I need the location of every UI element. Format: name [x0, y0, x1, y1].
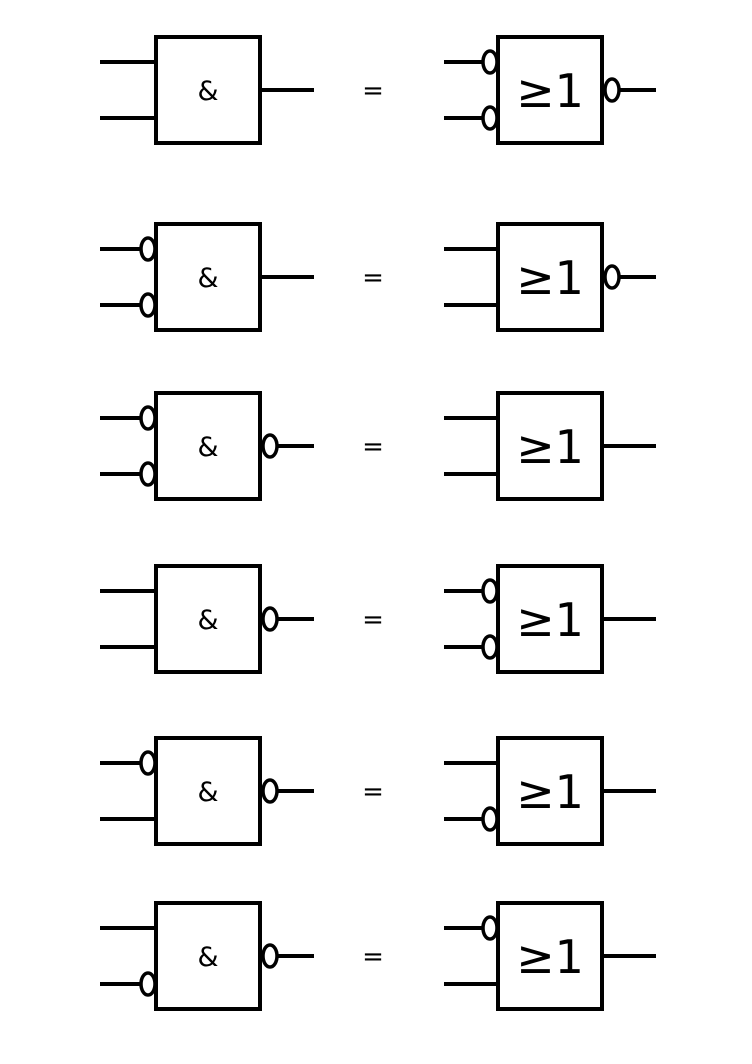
- left-gate-row-1: &: [100, 35, 314, 145]
- and-gate-label: &: [197, 263, 218, 294]
- or-gate-label: ≥1: [516, 765, 584, 819]
- right-gate-row-2: ≥1: [444, 222, 656, 332]
- and-gate-box: [154, 901, 262, 1011]
- inversion-bubble: [481, 49, 499, 75]
- or-gate-box: [496, 35, 604, 145]
- and-gate-label: &: [197, 76, 218, 107]
- right-gate-row-6: ≥1: [444, 901, 656, 1011]
- right-gate-row-4: ≥1: [444, 564, 656, 674]
- right-gate-row-3: ≥1: [444, 391, 656, 501]
- left-gate-row-4: &: [100, 564, 314, 674]
- or-gate-label: ≥1: [516, 251, 584, 305]
- equals-sign: =: [362, 76, 384, 106]
- or-gate-box: [496, 222, 604, 332]
- equals-sign: =: [362, 777, 384, 807]
- inversion-bubble: [139, 461, 157, 487]
- inversion-bubble: [139, 405, 157, 431]
- equals-sign: =: [362, 605, 384, 635]
- inversion-bubble: [139, 292, 157, 318]
- or-gate-box: [496, 736, 604, 846]
- left-gate-row-3: &: [100, 391, 314, 501]
- inversion-bubble: [481, 105, 499, 131]
- left-gate-row-5: &: [100, 736, 314, 846]
- output-inversion-bubble: [603, 77, 621, 103]
- and-gate-label: &: [197, 777, 218, 808]
- or-gate-label: ≥1: [516, 593, 584, 647]
- output-inversion-bubble: [603, 264, 621, 290]
- inversion-bubble: [481, 915, 499, 941]
- and-gate-box: [154, 391, 262, 501]
- inversion-bubble: [481, 806, 499, 832]
- right-gate-row-1: ≥1: [444, 35, 656, 145]
- and-gate-label: &: [197, 605, 218, 636]
- or-gate-label: ≥1: [516, 420, 584, 474]
- and-gate-label: &: [197, 942, 218, 973]
- equals-sign: =: [362, 263, 384, 293]
- inversion-bubble: [139, 971, 157, 997]
- or-gate-label: ≥1: [516, 64, 584, 118]
- or-gate-label: ≥1: [516, 930, 584, 984]
- output-inversion-bubble: [261, 606, 279, 632]
- output-inversion-bubble: [261, 433, 279, 459]
- inversion-bubble: [139, 750, 157, 776]
- and-gate-box: [154, 35, 262, 145]
- output-inversion-bubble: [261, 778, 279, 804]
- and-gate-box: [154, 736, 262, 846]
- equals-sign: =: [362, 432, 384, 462]
- and-gate-box: [154, 564, 262, 674]
- inversion-bubble: [481, 578, 499, 604]
- or-gate-box: [496, 391, 604, 501]
- left-gate-row-2: &: [100, 222, 314, 332]
- left-gate-row-6: &: [100, 901, 314, 1011]
- or-gate-box: [496, 564, 604, 674]
- inversion-bubble: [139, 236, 157, 262]
- right-gate-row-5: ≥1: [444, 736, 656, 846]
- equals-sign: =: [362, 942, 384, 972]
- and-gate-label: &: [197, 432, 218, 463]
- output-inversion-bubble: [261, 943, 279, 969]
- inversion-bubble: [481, 634, 499, 660]
